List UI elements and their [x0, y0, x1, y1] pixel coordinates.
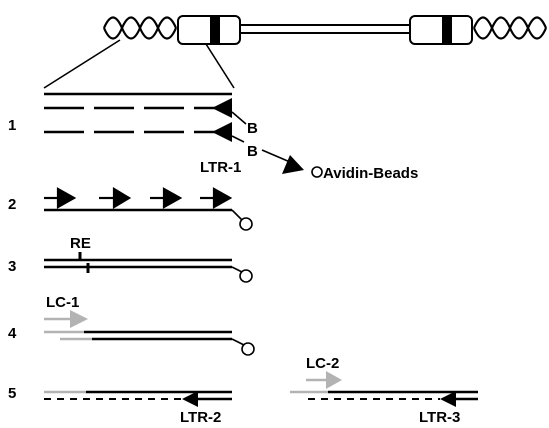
- biotin-label-2: B: [247, 143, 258, 160]
- lc1-primer-arrow: [70, 310, 88, 328]
- step-4-linker-ligation: LC-1: [44, 294, 254, 355]
- step-2-second-strand: [44, 189, 252, 230]
- bead-tether: [232, 267, 242, 272]
- step-3-number: 3: [8, 258, 16, 275]
- bead: [240, 218, 252, 230]
- bead-tether: [232, 339, 244, 345]
- avidin-bead: [312, 167, 322, 177]
- ltr2-primer-arrow: [182, 391, 198, 407]
- step-5-number: 5: [8, 385, 16, 402]
- step-5-nested-pcr: LC-2 LTR-3: [290, 355, 478, 426]
- step-3-restriction-digest: RE: [44, 235, 252, 282]
- ltr1-label: LTR-1: [200, 159, 241, 176]
- re-label: RE: [70, 235, 91, 252]
- right-genomic-helix: [474, 18, 546, 39]
- ltr1-primer-arrow-1: [212, 98, 232, 118]
- zoom-line-left: [44, 40, 120, 88]
- ltr3-primer-arrow: [440, 391, 456, 407]
- avidin-arrow-head: [282, 155, 304, 174]
- step-1-number: 1: [8, 117, 16, 134]
- step-2-number: 2: [8, 196, 16, 213]
- random-hexamer-primers: [44, 189, 230, 207]
- biotin-pointer-2: [232, 136, 244, 142]
- avidin-beads-label: Avidin-Beads: [323, 165, 418, 182]
- biotin-pointer-1: [232, 112, 246, 124]
- lc2-primer-arrow: [326, 371, 342, 389]
- bead: [240, 270, 252, 282]
- ltr3-label: LTR-3: [419, 409, 460, 426]
- right-ltr-box: [410, 16, 472, 44]
- left-genomic-helix: [104, 18, 176, 39]
- zoom-line-right: [206, 44, 234, 88]
- provirus-schematic: [44, 16, 546, 88]
- step-5-first-pcr: LTR-2: [44, 391, 232, 426]
- step-4-number: 4: [8, 325, 17, 342]
- step-1-linear-amplification: B B LTR-1 Avidin-Beads: [44, 94, 418, 182]
- provirus-body: [240, 25, 410, 33]
- avidin-arrow-shaft: [262, 150, 290, 162]
- left-ltr-box: [178, 16, 240, 44]
- bead-tether: [232, 210, 242, 220]
- biotin-label-1: B: [247, 120, 258, 137]
- lc1-label: LC-1: [46, 294, 79, 311]
- ltr2-label: LTR-2: [180, 409, 221, 426]
- ltr1-primer-arrow-2: [212, 122, 232, 142]
- lc2-label: LC-2: [306, 355, 339, 372]
- bead: [242, 343, 254, 355]
